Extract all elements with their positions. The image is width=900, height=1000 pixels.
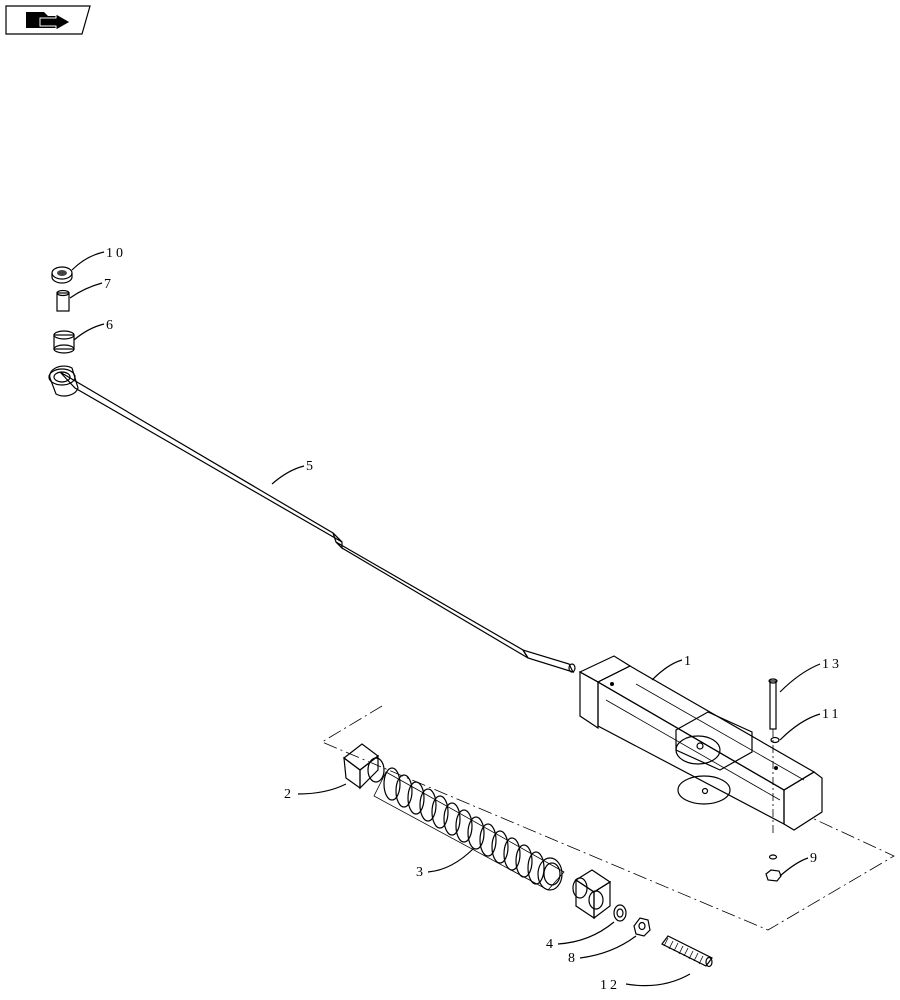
part-11-washer — [770, 736, 780, 744]
part-9-nut — [765, 854, 782, 882]
callout-6: 6 — [106, 318, 116, 333]
callout-11: 11 — [822, 707, 841, 722]
part-3-spring — [373, 767, 565, 891]
folder-arrow-icon — [26, 12, 72, 31]
part-13-bolt — [768, 678, 778, 836]
callout-2: 2 — [284, 787, 294, 802]
callout-13: 13 — [822, 657, 842, 672]
callout-12: 12 — [600, 978, 620, 993]
part-2-spring-seat-lower — [572, 869, 612, 920]
part-6-bushing — [53, 330, 75, 354]
callout-7: 7 — [104, 277, 114, 292]
callout-9: 9 — [810, 851, 820, 866]
callout-labels: 10 7 6 5 1 13 11 9 2 3 4 8 12 — [104, 246, 842, 993]
part-5-rod — [48, 365, 576, 673]
part-1-frame — [578, 655, 823, 831]
callout-10: 10 — [106, 246, 126, 261]
part-8-nut — [633, 917, 651, 937]
callout-5: 5 — [306, 459, 316, 474]
callout-1: 1 — [684, 654, 694, 669]
assembly-boundary-line — [321, 705, 895, 931]
callout-8: 8 — [568, 951, 578, 966]
callout-4: 4 — [546, 937, 556, 952]
part-10-seal-ring — [51, 266, 73, 284]
part-2-spring-seat — [343, 743, 385, 790]
part-7-pin — [56, 289, 70, 312]
header-icon-box[interactable] — [5, 5, 91, 35]
leader-lines — [69, 251, 821, 987]
part-12-threaded-stud — [661, 935, 713, 968]
callout-3: 3 — [416, 865, 426, 880]
part-4-washer — [613, 904, 627, 922]
